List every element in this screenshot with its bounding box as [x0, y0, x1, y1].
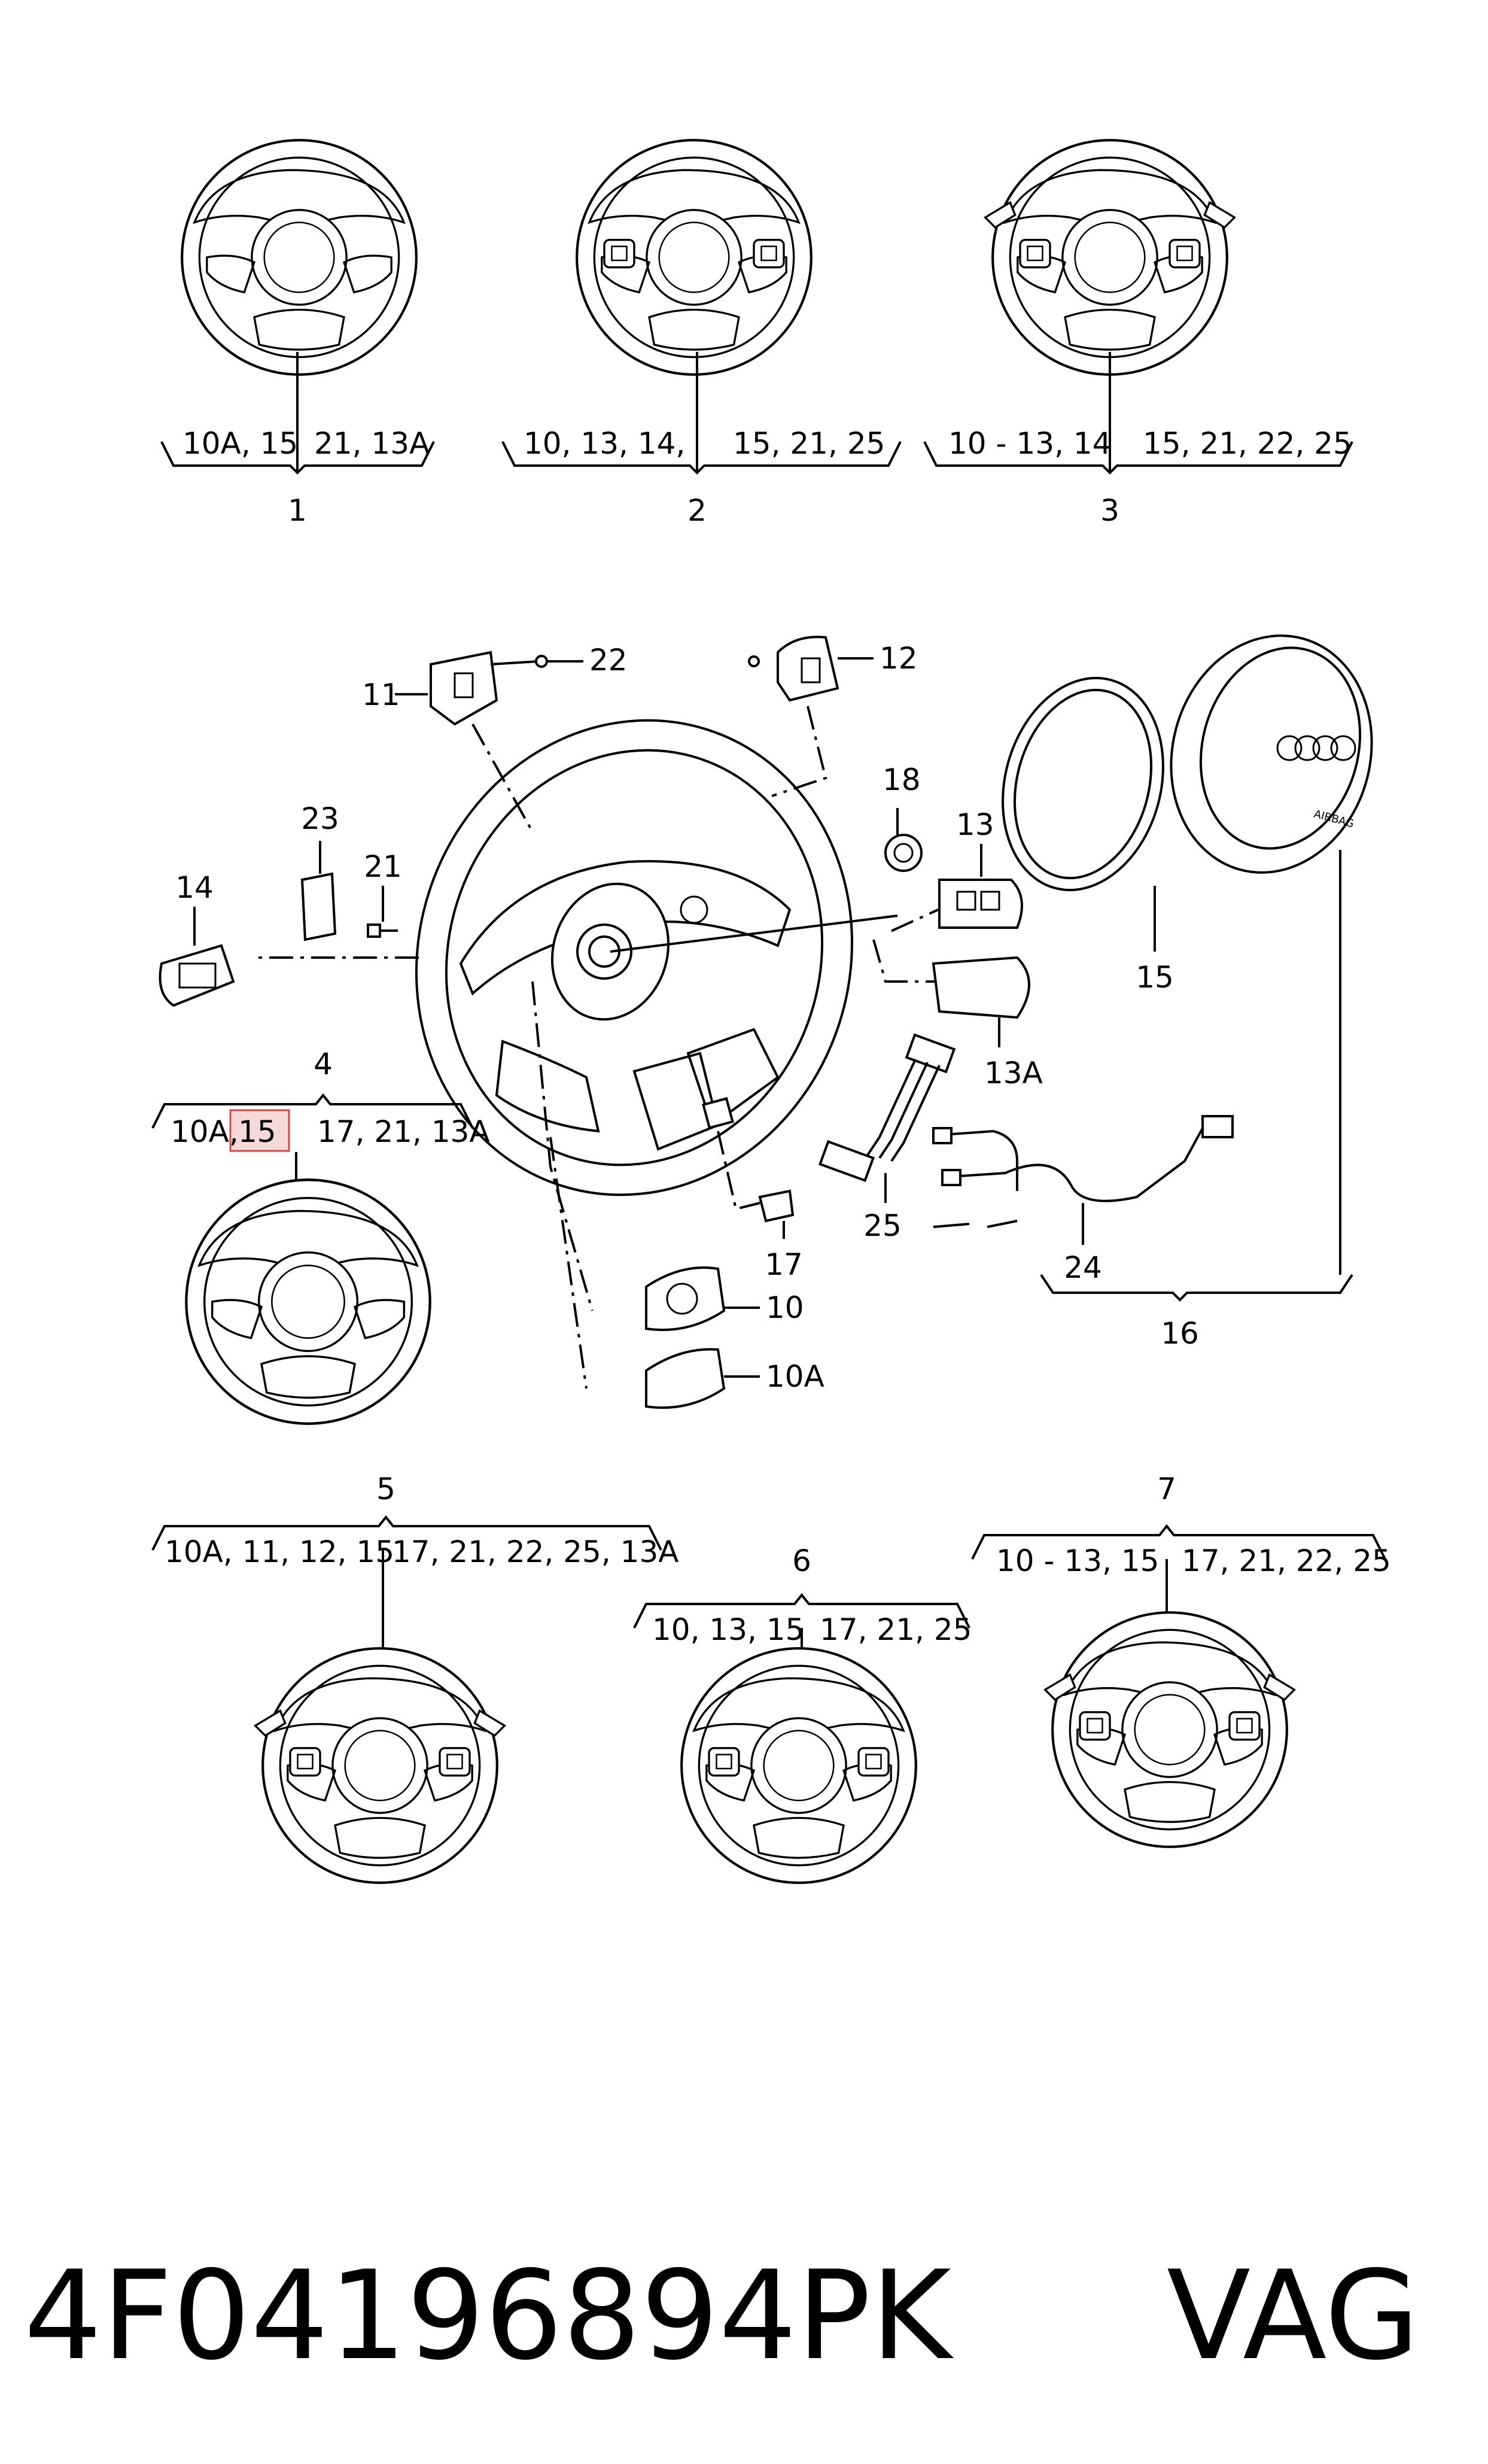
variant-3-right-label: 15, 21, 22, 25: [1143, 426, 1352, 461]
variant-5-right-label: 17, 21, 22, 25, 13A: [392, 1535, 678, 1569]
variant-1-right-label: 21, 13A: [314, 426, 430, 461]
variant-2-number: 2: [687, 493, 707, 528]
part-13A-label: 13A: [984, 1056, 1043, 1090]
part-10A-label: 10A: [766, 1359, 824, 1394]
variant-4-highlight-box: [229, 1109, 290, 1152]
variant-1-number: 1: [288, 493, 307, 528]
brand-text: VAG: [1167, 2245, 1420, 2387]
part-17-label: 17: [765, 1247, 803, 1282]
part-21-screw: 21: [364, 849, 402, 938]
variant-5-number: 5: [376, 1472, 395, 1506]
variant-4-right-label: 17, 21, 13A: [317, 1114, 490, 1149]
part-25-ribbon-harness: 25: [818, 1033, 956, 1243]
part-18-label: 18: [883, 762, 921, 797]
part-11-button-module: 11: [362, 651, 498, 726]
part-12-label: 12: [880, 641, 918, 676]
audi-rings-logo: [1276, 735, 1356, 761]
variant-2: 10, 13, 14, 15, 21, 25 2: [501, 140, 902, 528]
variant-7-number: 7: [1157, 1472, 1176, 1506]
part-15-airbag: AIRBAG 15: [1002, 634, 1373, 1275]
variant-4-left-label-b: 15: [238, 1114, 276, 1149]
part-24-label: 24: [1064, 1250, 1102, 1285]
part-22-label: 22: [589, 643, 628, 677]
main-steering-wheel: [415, 719, 898, 1196]
part-18-center-bolt: 18: [883, 762, 923, 872]
part-17-cover: 17: [758, 1189, 803, 1282]
variant-6-left-label: 10, 13, 15: [652, 1612, 804, 1647]
variant-4-number: 4: [314, 1047, 333, 1081]
variant-3-number: 3: [1100, 493, 1119, 528]
part-13-label: 13: [956, 807, 994, 842]
variant-2-left-label: 10, 13, 14,: [524, 426, 685, 461]
variant-7-right-label: 17, 21, 22, 25: [1182, 1544, 1391, 1578]
variant-4-left-label-a: 10A,: [171, 1114, 239, 1149]
variant-1-left-label: 10A, 15: [182, 426, 298, 461]
variant-6: 6 10, 13, 15 17, 21, 25: [633, 1544, 972, 1883]
part-15-label: 15: [1136, 960, 1174, 995]
variant-7-left-label: 10 - 13, 15: [996, 1544, 1160, 1578]
variant-5-left-label: 10A, 11, 12, 15: [165, 1535, 394, 1569]
variant-5: 5 10A, 11, 12, 15 17, 21, 22, 25, 13A: [151, 1472, 678, 1883]
part-10-label: 10: [766, 1290, 804, 1325]
variant-6-number: 6: [792, 1544, 811, 1578]
variant-1: 10A, 15 21, 13A 1: [160, 140, 435, 528]
part-21-label: 21: [364, 849, 402, 884]
part-16-bracket: 16: [1040, 1274, 1353, 1351]
part-13A-switch-cover: 13A: [932, 956, 1043, 1090]
part-23-label: 23: [301, 801, 339, 836]
variant-3-left-label: 10 - 13, 14: [948, 426, 1112, 461]
part-10-control-unit: 10: [645, 1266, 804, 1331]
part-22-screw: 22: [490, 643, 628, 677]
part-13-switch-unit: 13: [938, 807, 1023, 929]
variant-7: 7 10 - 13, 15 17, 21, 22, 25: [971, 1472, 1391, 1847]
part-23-clip: 23: [300, 801, 339, 941]
part-11-label: 11: [362, 677, 400, 712]
part-10A-control-unit: 10A: [645, 1348, 824, 1409]
part-16-label: 16: [1161, 1316, 1199, 1351]
part-14-switch: 14: [159, 870, 235, 1007]
variant-4: 4 10A, 15 17, 21, 13A: [151, 1047, 490, 1424]
variant-3: 10 - 13, 14 15, 21, 22, 25 3: [923, 140, 1353, 528]
part-25-label: 25: [863, 1208, 902, 1243]
variant-6-right-label: 17, 21, 25: [820, 1612, 972, 1647]
variant-2-right-label: 15, 21, 25: [733, 426, 885, 461]
part-24-wiring-harness: 24: [932, 1115, 1234, 1285]
part-number-text: 4F04196894PK: [24, 2245, 954, 2387]
part-12-button-module: 12: [748, 636, 918, 702]
part-14-label: 14: [175, 870, 214, 905]
